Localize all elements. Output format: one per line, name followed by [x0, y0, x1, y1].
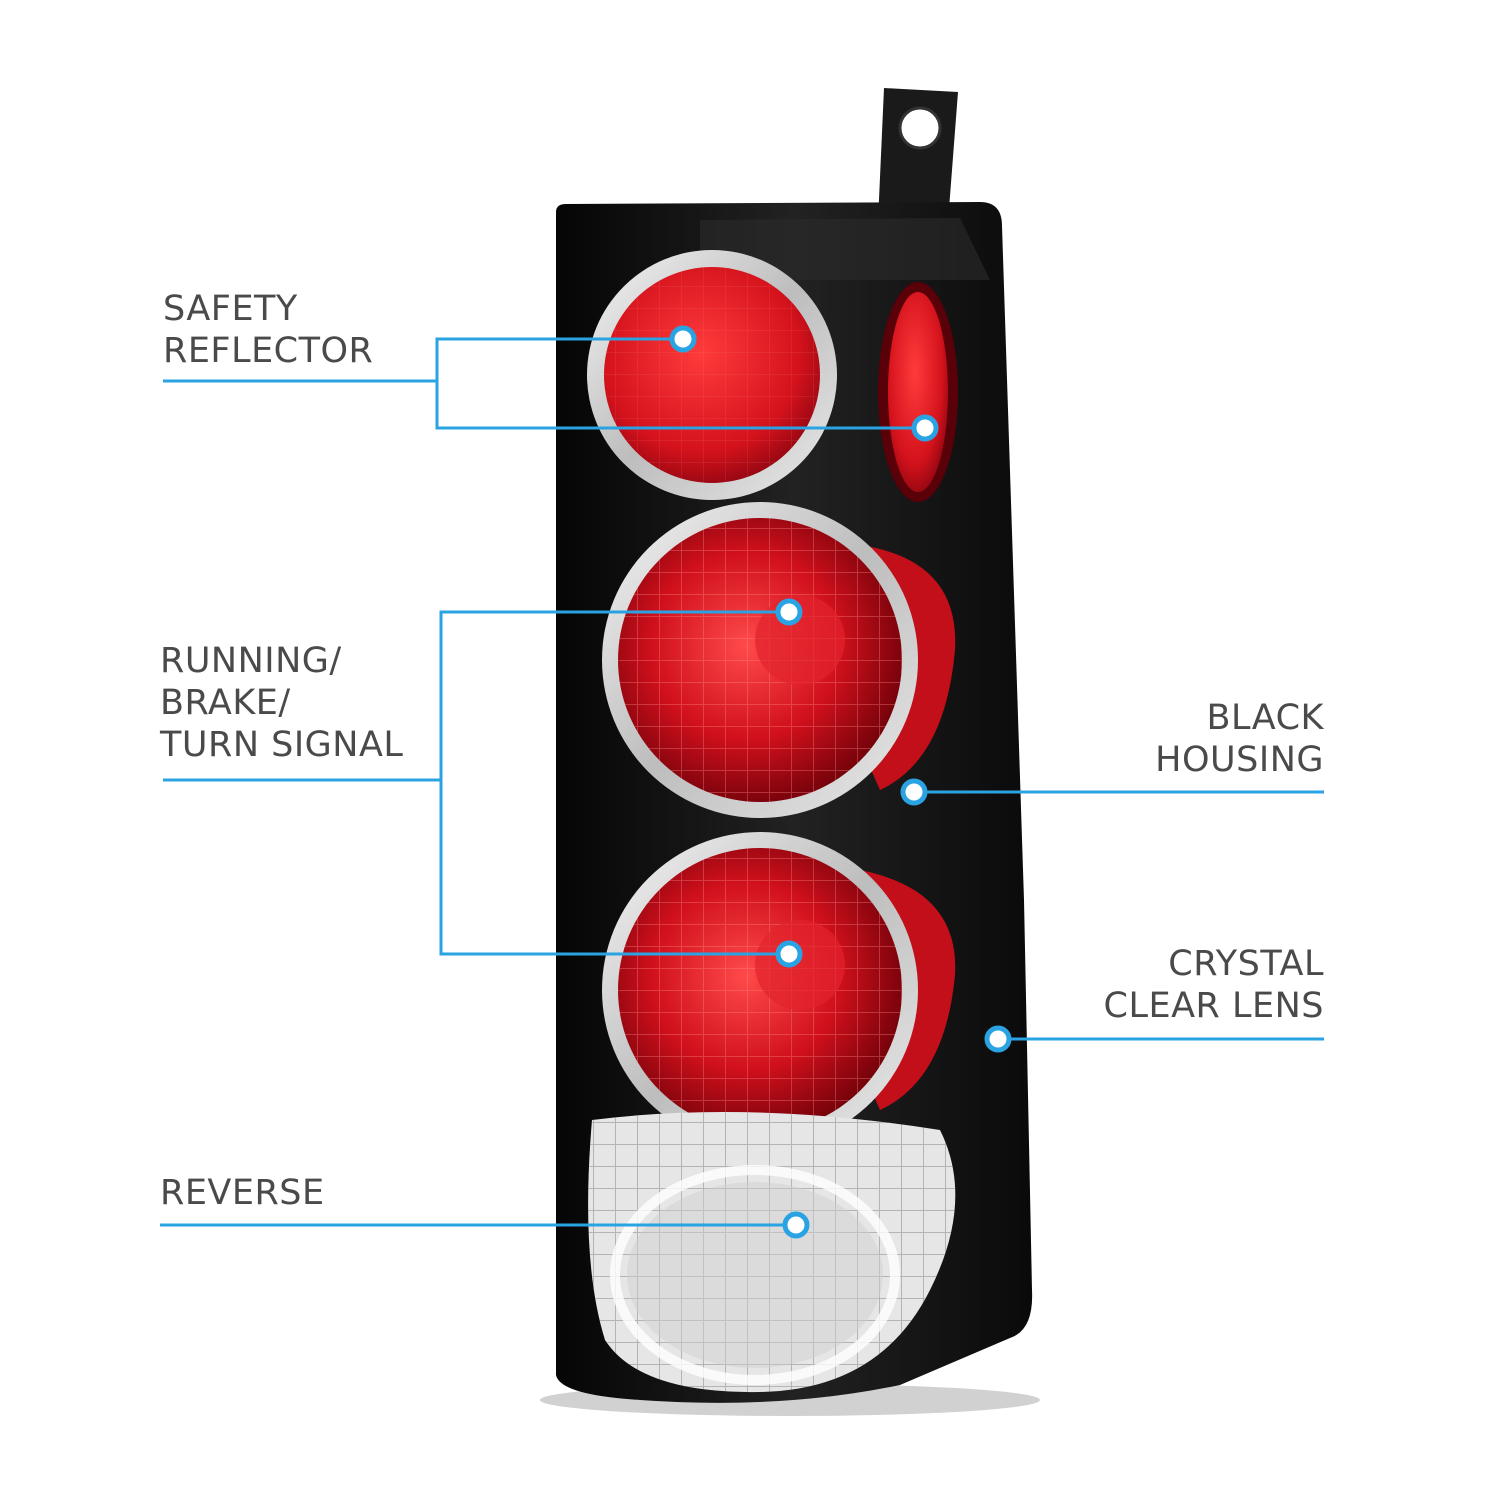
label-line: BLACK [1206, 698, 1324, 738]
callout-dots [669, 325, 1012, 1239]
label-crystal-clear-lens: CRYSTAL CLEAR LENS [1104, 943, 1324, 1027]
running-brake-lens-upper [602, 502, 956, 818]
label-line: BRAKE/ [160, 683, 291, 723]
running-brake-lens-lower [602, 832, 956, 1148]
callout-dot-icon [782, 1211, 810, 1239]
label-line: CLEAR LENS [1103, 986, 1324, 1026]
label-black-housing: BLACK HOUSING [1155, 697, 1324, 781]
label-reverse: REVERSE [160, 1172, 325, 1214]
label-line: CRYSTAL [1168, 944, 1324, 984]
mounting-tab [878, 88, 958, 222]
callout-line-safety-bracket [435, 337, 925, 430]
safety-reflector-round [587, 250, 837, 500]
callout-dot-icon [984, 1025, 1012, 1053]
label-line: TURN SIGNAL [160, 725, 404, 765]
callout-dot-icon [911, 414, 939, 442]
callout-lines [160, 337, 1324, 1227]
callout-dot-icon [775, 940, 803, 968]
callout-dot-icon [900, 778, 928, 806]
label-line: HOUSING [1155, 740, 1324, 780]
label-line: REFLECTOR [163, 331, 374, 371]
label-safety-reflector: SAFETY REFLECTOR [163, 288, 373, 372]
label-line: SAFETY [163, 289, 298, 329]
callout-dot-icon [669, 325, 697, 353]
callout-line-running-bracket [439, 610, 789, 956]
label-line: REVERSE [160, 1173, 325, 1213]
label-line: RUNNING/ [160, 641, 342, 681]
callout-dot-icon [775, 598, 803, 626]
reverse-lens [588, 1112, 956, 1393]
label-running-brake-turn: RUNNING/ BRAKE/ TURN SIGNAL [160, 640, 403, 766]
housing-highlight [700, 218, 990, 280]
safety-reflector-side [878, 282, 958, 502]
